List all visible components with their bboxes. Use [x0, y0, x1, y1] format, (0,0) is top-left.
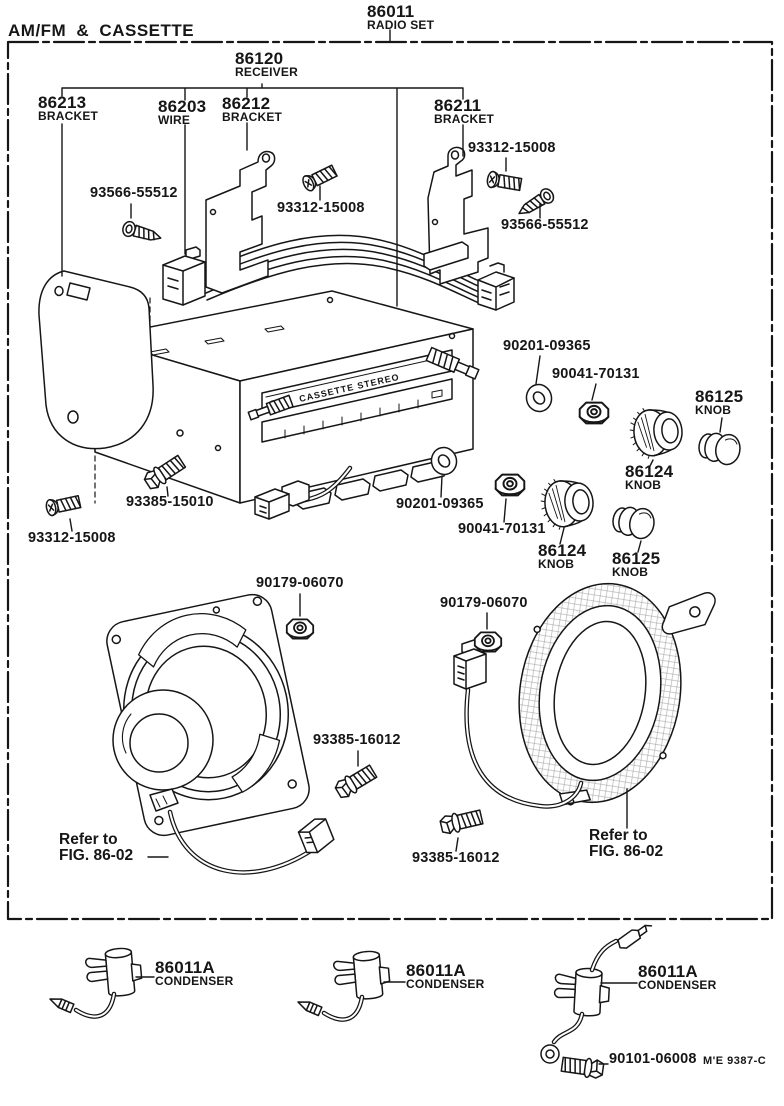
- leader-lines: [61, 29, 723, 1065]
- receiver-drawing: CASSETTE STEREO: [94, 290, 480, 520]
- condenser-3-top-plug: [617, 924, 653, 949]
- label-refer-right-line-0: Refer to: [589, 827, 648, 844]
- label-nut-90041-b: 90041-70131: [458, 521, 546, 537]
- condenser-drawings: [47, 924, 653, 1064]
- label-screw-93566-right-line-0: 93566-55512: [501, 217, 589, 233]
- label-bracket-86213-line-0: 86213: [38, 93, 87, 112]
- label-washer-90201-a: 90201-09365: [503, 338, 591, 354]
- label-nut-90179-a: 90179-06070: [256, 575, 344, 591]
- label-screw-93312-bottom-line-0: 93312-15008: [28, 530, 116, 546]
- bracket-86212-drawing: [205, 150, 276, 294]
- left-shaft: [247, 394, 294, 421]
- label-bolt-90101-line-0: 90101-06008: [609, 1051, 697, 1067]
- label-bolt-93385-c-line-0: 93385-16012: [412, 850, 500, 866]
- label-washer-90201-b: 90201-09365: [396, 496, 484, 512]
- label-nut-90179-b: 90179-06070: [440, 595, 528, 611]
- label-knob-86125-b-line-0: 86125: [612, 549, 661, 568]
- label-radio-set-line-1: RADIO SET: [367, 18, 435, 32]
- harness-connector-a: [162, 246, 206, 306]
- label-radio-set-line-0: 86011: [367, 2, 415, 21]
- label-nut-90041-a: 90041-70131: [552, 366, 640, 382]
- harness-connector-b: [477, 262, 515, 311]
- speaker-left-plug: [297, 818, 335, 854]
- label-knob-86124-a-line-1: KNOB: [625, 478, 662, 492]
- label-knob-86124-a-line-0: 86124: [625, 462, 674, 481]
- label-knob-86125-a-line-0: 86125: [695, 387, 744, 406]
- label-bracket-86211-line-1: BRACKET: [434, 112, 495, 126]
- label-condenser-3-line-0: 86011A: [638, 962, 698, 981]
- label-screw-93312-right: 93312-15008: [468, 140, 556, 156]
- label-screw-93312-top: 93312-15008: [277, 200, 365, 216]
- label-wire-86203-line-0: 86203: [158, 97, 207, 116]
- label-bracket-86213-line-1: BRACKET: [38, 109, 99, 123]
- label-nut-90041-b-line-0: 90041-70131: [458, 521, 546, 537]
- label-screw-93566-right: 93566-55512: [501, 217, 589, 233]
- label-knob-86125-a-line-1: KNOB: [695, 403, 732, 417]
- label-condenser-1-line-0: 86011A: [155, 958, 215, 977]
- label-wire-86203-line-1: WIRE: [158, 113, 191, 127]
- label-screw-93566-left: 93566-55512: [90, 185, 178, 201]
- label-screw-93312-bottom: 93312-15008: [28, 530, 116, 546]
- label-bolt-93385-b-line-0: 93385-16012: [313, 732, 401, 748]
- label-refer-left-line-1: FIG. 86-02: [59, 847, 134, 864]
- label-condenser-3-line-1: CONDENSER: [638, 978, 717, 992]
- label-knob-86124-b-line-0: 86124: [538, 541, 587, 560]
- label-nut-90179-b-line-0: 90179-06070: [440, 595, 528, 611]
- label-bolt-90101: 90101-06008: [609, 1051, 697, 1067]
- label-bracket-86212-line-0: 86212: [222, 94, 271, 113]
- label-bolt-93385-b: 93385-16012: [313, 732, 401, 748]
- speaker-left-drawing: [106, 593, 335, 875]
- label-bolt-93385-a-line-0: 93385-15010: [126, 494, 214, 510]
- label-screw-93566-left-line-0: 93566-55512: [90, 185, 178, 201]
- label-bolt-93385-a: 93385-15010: [126, 494, 214, 510]
- label-knob-86124-b-line-1: KNOB: [538, 557, 575, 571]
- label-bolt-93385-c: 93385-16012: [412, 850, 500, 866]
- label-screw-93312-top-line-0: 93312-15008: [277, 200, 365, 216]
- front-connector: [254, 480, 310, 520]
- label-nut-90041-a-line-0: 90041-70131: [552, 366, 640, 382]
- label-bracket-86211-line-0: 86211: [434, 96, 482, 115]
- bracket-86213-drawing: [38, 270, 154, 450]
- figure-code: M'E 9387-C: [703, 1055, 767, 1067]
- label-condenser-2-line-0: 86011A: [406, 961, 466, 980]
- label-condenser-1-line-1: CONDENSER: [155, 974, 234, 988]
- label-condenser-2-line-1: CONDENSER: [406, 977, 485, 991]
- label-washer-90201-b-line-0: 90201-09365: [396, 496, 484, 512]
- label-washer-90201-a-line-0: 90201-09365: [503, 338, 591, 354]
- page-title: AM/FM & CASSETTE: [8, 21, 195, 40]
- label-knob-86125-b-line-1: KNOB: [612, 565, 649, 579]
- label-receiver-line-0: 86120: [235, 49, 284, 68]
- speaker-right-drawing: [453, 582, 716, 809]
- label-receiver-line-1: RECEIVER: [235, 65, 298, 79]
- label-bracket-86212-line-1: BRACKET: [222, 110, 283, 124]
- right-shaft: [425, 346, 480, 380]
- bracket-86211-drawing: [423, 146, 489, 285]
- label-nut-90179-a-line-0: 90179-06070: [256, 575, 344, 591]
- label-screw-93312-right-line-0: 93312-15008: [468, 140, 556, 156]
- label-refer-left-line-0: Refer to: [59, 831, 118, 848]
- label-refer-right-line-1: FIG. 86-02: [589, 843, 664, 860]
